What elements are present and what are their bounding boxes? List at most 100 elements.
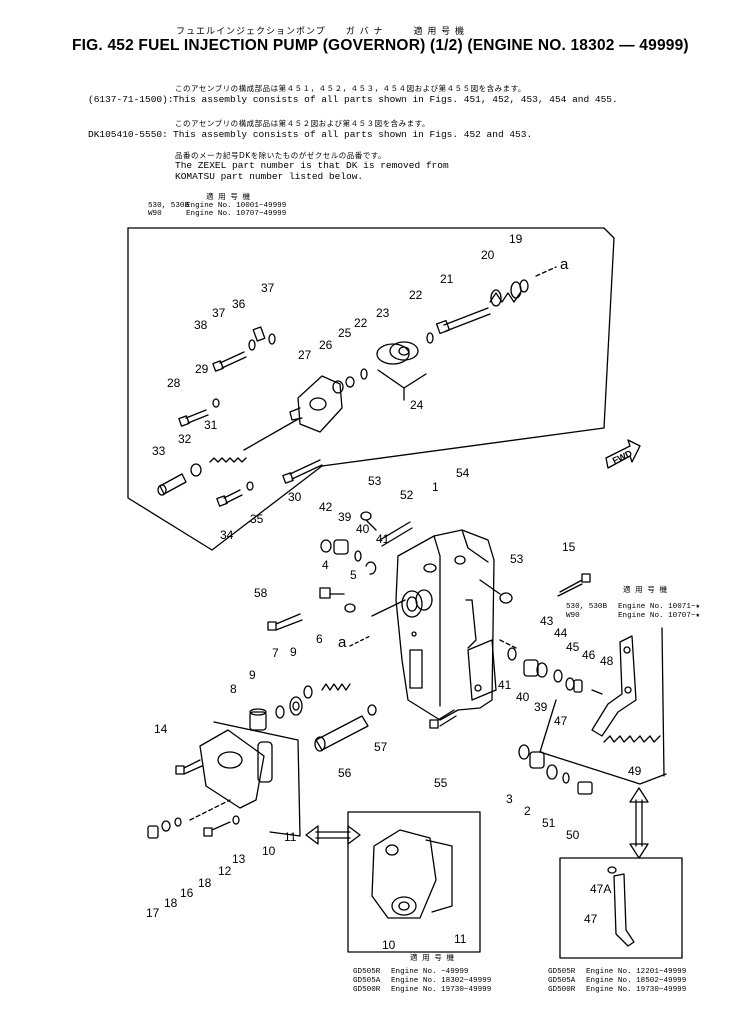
- callout: 55: [434, 776, 448, 790]
- applicability-bottom-mid-model-1: GD505R: [353, 968, 381, 976]
- note-2-text: This assembly consists of all parts show…: [173, 129, 533, 140]
- applicability-right-model-1: 530, 530B: [566, 603, 608, 611]
- callout: 38: [194, 318, 208, 332]
- callout: 9: [290, 645, 297, 659]
- callout: 27: [298, 348, 312, 362]
- callout: 19: [509, 232, 523, 246]
- callout: 36: [232, 297, 246, 311]
- upper-frame: [127, 227, 615, 551]
- fwd-arrow-icon: [605, 439, 641, 469]
- callout: 5: [350, 568, 357, 582]
- figure-title: FIG. 452 FUEL INJECTION PUMP (GOVERNOR) …: [72, 37, 689, 54]
- applicability-top-engine-2: Engine No. 10707~49999: [186, 210, 287, 218]
- callout: 13: [232, 852, 246, 866]
- callout: 51: [542, 816, 556, 830]
- callout: 49: [628, 764, 642, 778]
- callout: 7: [272, 646, 279, 660]
- applicability-bottom-mid-model-3: GD500R: [353, 986, 381, 994]
- zexel-note-line-2: KOMATSU part number listed below.: [175, 171, 364, 182]
- applicability-bottom-right-engine-2: Engine No. 18502~49999: [586, 977, 687, 985]
- callout: 46: [582, 648, 596, 662]
- callout: 39: [338, 510, 352, 524]
- arrow-label-a-main: a: [338, 634, 347, 651]
- callout: 18: [198, 876, 212, 890]
- applicability-bottom-mid-engine-3: Engine No. 19730~49999: [391, 986, 492, 994]
- applicability-top-model-1: 530, 530B: [148, 202, 190, 210]
- callout: 39: [534, 700, 548, 714]
- callout: 11: [284, 830, 297, 844]
- callout: 40: [356, 522, 370, 536]
- applicability-bottom-right-model-2: GD505A: [548, 977, 576, 985]
- callout: 6: [316, 632, 323, 646]
- note-1-code: (6137-71-1500):: [88, 94, 174, 105]
- callout: 56: [338, 766, 352, 780]
- callout: 54: [456, 466, 470, 480]
- arrow-a-main: [349, 635, 371, 647]
- double-arrow-horizontal-icon: [305, 825, 361, 845]
- applicability-right-model-2: W90: [566, 612, 580, 620]
- callout: 47: [554, 714, 568, 728]
- callout: 24: [410, 398, 424, 412]
- note-2-japanese: このアセンブリの構成部品は第４５２図および第４５３図を含みます。: [175, 119, 430, 128]
- applicability-bottom-right-engine-3: Engine No. 19730~49999: [586, 986, 687, 994]
- callout: 10: [382, 938, 396, 952]
- callout: 21: [440, 272, 454, 286]
- callout: 31: [204, 418, 218, 432]
- callout: 11: [454, 932, 467, 946]
- callout: 53: [510, 552, 524, 566]
- callout: 9: [249, 668, 256, 682]
- bottom-right-frame: [559, 857, 683, 959]
- callout: 41: [498, 678, 512, 692]
- callout: 33: [152, 444, 166, 458]
- main-body: [360, 511, 513, 721]
- callout: 20: [481, 248, 495, 262]
- callout: 32: [178, 432, 192, 446]
- callout: 47A: [590, 882, 612, 896]
- double-arrow-vertical-icon: [629, 787, 649, 859]
- callout: 22: [409, 288, 423, 302]
- callout: 26: [319, 338, 333, 352]
- callout: 1: [432, 480, 439, 494]
- callout: 15: [562, 540, 576, 554]
- applicability-bottom-right-engine-1: Engine No. 12201~49999: [586, 968, 687, 976]
- callout: 52: [400, 488, 414, 502]
- callout: 28: [167, 376, 181, 390]
- callout: 57: [374, 740, 388, 754]
- applicability-right-engine-2: Engine No. 10707~★: [618, 612, 701, 620]
- callout: 23: [376, 306, 390, 320]
- callout: 29: [195, 362, 209, 376]
- right-link: [499, 573, 667, 795]
- note-1-japanese: このアセンブリの構成部品は第４５１，４５２，４５３，４５４図および第４５５図を含…: [175, 84, 526, 93]
- bottom-mid-frame: [347, 811, 481, 953]
- callout: 2: [524, 804, 531, 818]
- left-parts: [249, 539, 457, 752]
- applicability-top-model-2: W90: [148, 210, 162, 218]
- callout: 53: [368, 474, 382, 488]
- callout: 58: [254, 586, 268, 600]
- callout: 10: [262, 844, 276, 858]
- callout: 14: [154, 722, 168, 736]
- applicability-bottom-mid-model-2: GD505A: [353, 977, 381, 985]
- zexel-note-japanese: 品番のメーカ記号DKを除いたものがゼクセルの品番です。: [175, 151, 386, 160]
- callout: 12: [218, 864, 232, 878]
- upper-parts: [157, 266, 557, 507]
- applicability-bottom-right-model-1: GD505R: [548, 968, 576, 976]
- callout: 3: [506, 792, 513, 806]
- applicability-top-heading: 適 用 号 機: [206, 194, 251, 202]
- applicability-bottom-mid-engine-1: Engine No. ~49999: [391, 968, 469, 976]
- note-1-text: This assembly consists of all parts show…: [173, 94, 618, 105]
- applicability-right-engine-1: Engine No. 10071~★: [618, 603, 701, 611]
- callout: 44: [554, 626, 568, 640]
- callout: 47: [584, 912, 598, 926]
- callout: 37: [212, 306, 226, 320]
- cover-frame: [147, 721, 301, 839]
- arrow-label-a-top: a: [560, 256, 569, 273]
- title-japanese: フュエルインジェクションポンプ ガ バ ナ 適 用 号 機: [176, 27, 466, 37]
- callout: 18: [164, 896, 178, 910]
- callout: 30: [288, 490, 302, 504]
- callout: 35: [250, 512, 264, 526]
- callout: 22: [354, 316, 368, 330]
- callout: 25: [338, 326, 352, 340]
- callout: 16: [180, 886, 194, 900]
- callout: 37: [261, 281, 275, 295]
